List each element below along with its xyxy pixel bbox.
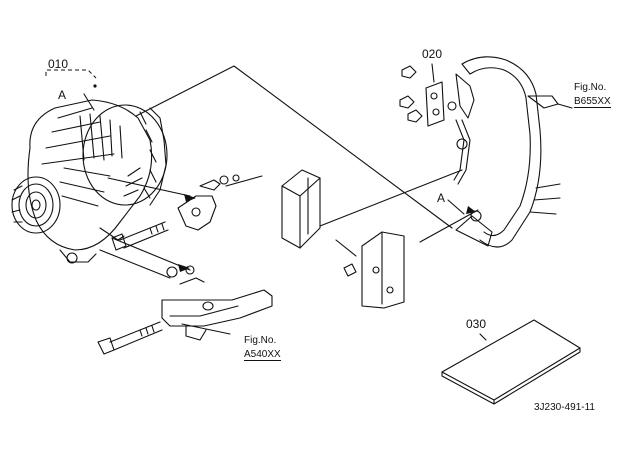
plate-bracket [343, 231, 405, 309]
part-number-020: 020 [422, 47, 443, 61]
part-number-030: 030 [466, 317, 487, 331]
upper-bolt [111, 221, 169, 251]
ref-mark-a-top: A [58, 88, 67, 102]
fig-ref-b655: B655XX [574, 96, 611, 108]
upper-bracket [177, 174, 240, 231]
leader-lines [83, 63, 573, 341]
fig-ref-a540: A540XX [244, 349, 281, 361]
cable-harness [453, 56, 561, 248]
adjusting-bracket [161, 265, 273, 341]
arrowheads [178, 194, 476, 272]
drawing-code: 3J230-491-11 [534, 402, 595, 413]
alternator-drawing [11, 99, 168, 264]
center-channel-bracket [281, 169, 321, 249]
fig-no-label-2: Fig.No. [244, 335, 277, 346]
lower-bolt [97, 321, 163, 355]
callout-dot [93, 84, 97, 88]
dashed-callout [45, 69, 97, 79]
part-number-010: 010 [48, 57, 69, 71]
clamp-assembly [399, 65, 468, 150]
manual-booklet [441, 319, 581, 405]
fig-no-label-1: Fig.No. [574, 82, 607, 93]
ref-mark-a-mid: A [437, 191, 446, 205]
